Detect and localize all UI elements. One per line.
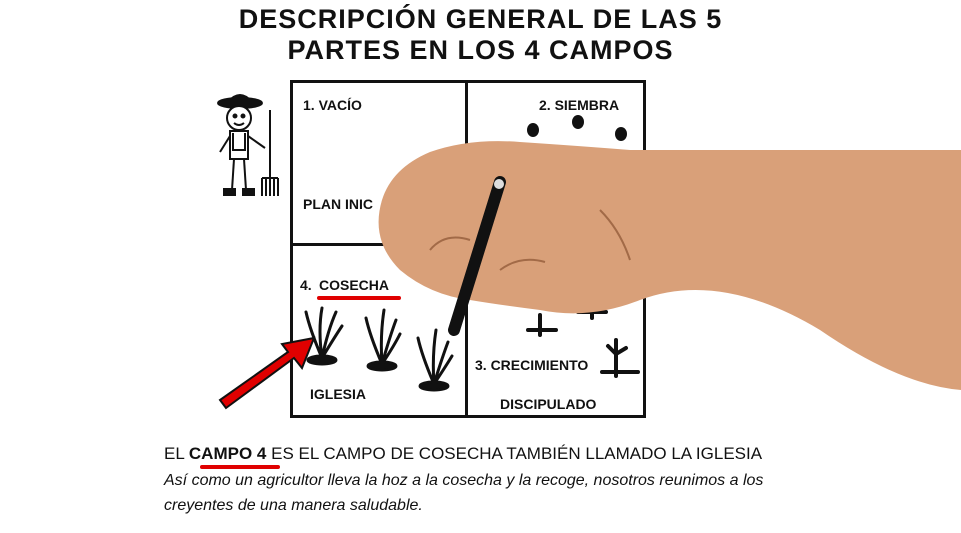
caption-italic-line-2: creyentes de una manera saludable.	[164, 497, 423, 514]
wheat-icon	[304, 306, 454, 392]
caption-prefix: EL	[164, 444, 185, 463]
q1-label: 1. VACÍO	[303, 97, 362, 113]
q4-sub: IGLESIA	[310, 386, 367, 402]
caption-underline	[200, 465, 280, 469]
red-arrow-icon	[218, 336, 316, 410]
q4-label: COSECHA	[319, 277, 390, 293]
caption-italic-line-1: Así como un agricultor lleva la hoz a la…	[164, 472, 764, 489]
q4-underline	[317, 296, 401, 300]
page-title: DESCRIPCIÓN GENERAL DE LAS 5 PARTES EN L…	[0, 4, 961, 66]
title-line-2: PARTES EN LOS 4 CAMPOS	[287, 35, 674, 65]
hand-with-marker	[378, 141, 961, 390]
q1-sub: PLAN INIC	[303, 196, 373, 212]
q3-label: 3. CRECIMIENTO	[475, 357, 589, 373]
title-line-1: DESCRIPCIÓN GENERAL DE LAS 5	[238, 4, 723, 34]
caption-main: EL CAMPO 4 ES EL CAMPO DE COSECHA TAMBIÉ…	[164, 444, 762, 464]
q2-label: 2. SIEMBRA	[539, 97, 620, 113]
caption-highlight: CAMPO 4	[188, 444, 267, 463]
farmer-icon	[217, 94, 279, 196]
q3-sub: DISCIPULADO	[500, 396, 597, 412]
caption-rest: ES EL CAMPO DE COSECHA TAMBIÉN LLAMADO L…	[271, 444, 763, 463]
seed-icon	[527, 115, 627, 141]
q4-prefix: 4.	[300, 277, 312, 293]
